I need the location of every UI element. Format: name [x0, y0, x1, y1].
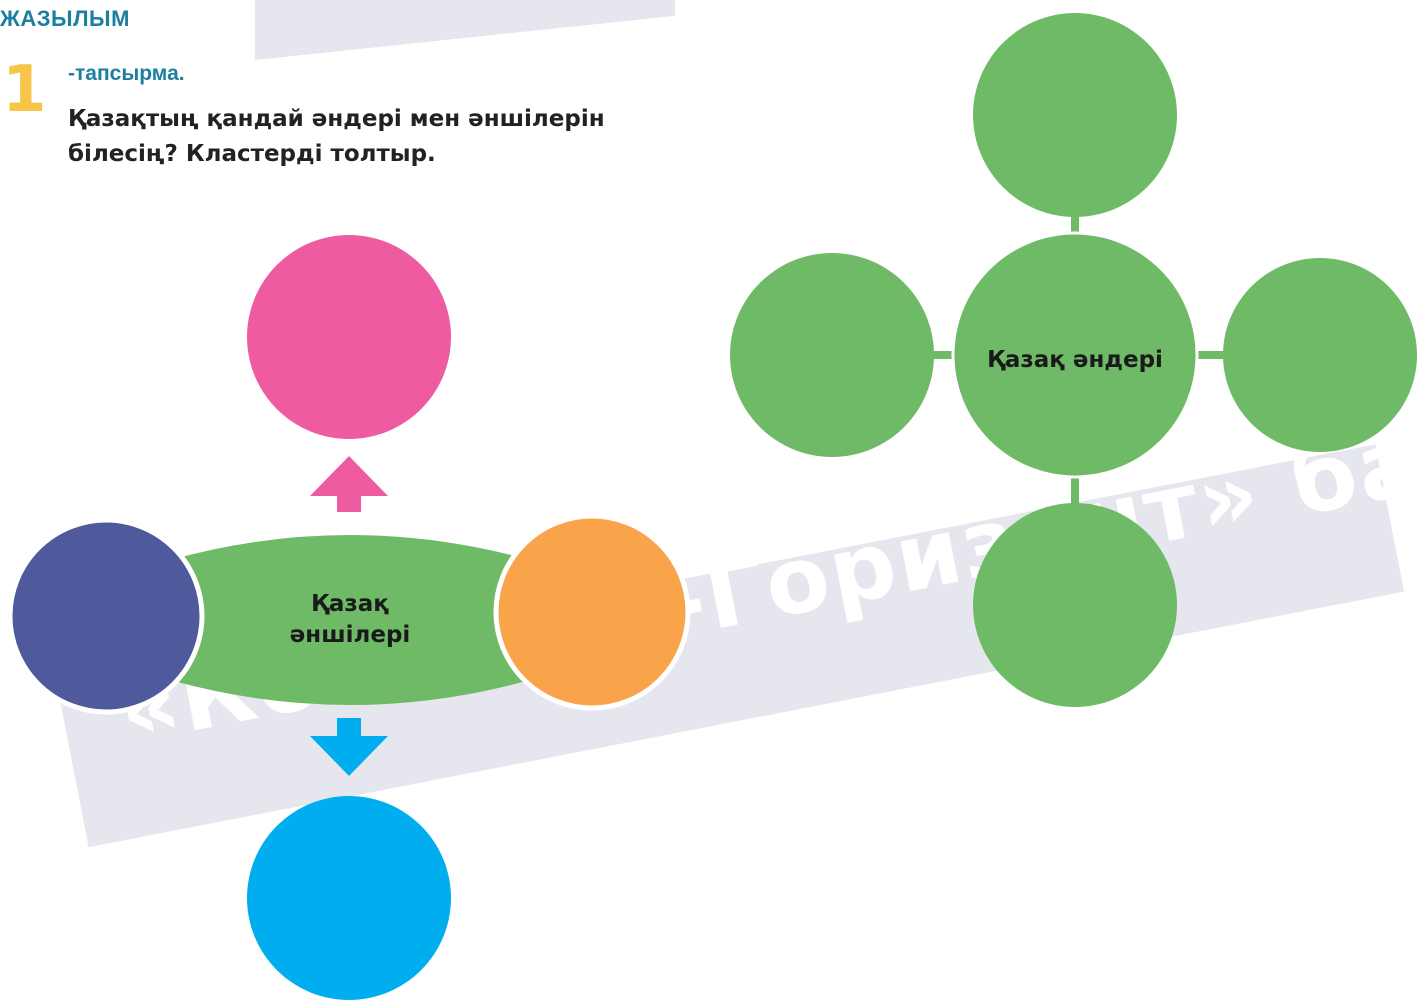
songs-left-node[interactable]: [730, 253, 934, 457]
songs-bottom-node[interactable]: [973, 503, 1177, 707]
singers-top-node[interactable]: [247, 235, 451, 439]
singers-left-node[interactable]: [7, 517, 205, 715]
singers-bottom-node[interactable]: [247, 796, 451, 1000]
songs-center-label: Қазақ әндері: [987, 346, 1163, 373]
singers-center-shape: [155, 535, 545, 705]
singers-center-label: Қазақ әншілері: [289, 591, 411, 648]
songs-top-node[interactable]: [973, 13, 1177, 217]
songs-center-node: [951, 231, 1199, 479]
task-label: -тапсырма.: [68, 62, 185, 85]
down-arrow: [310, 718, 388, 776]
section-title: ЖАЗЫЛЫМ: [0, 6, 130, 31]
task-number: 1: [2, 53, 47, 127]
songs-right-node[interactable]: [1223, 258, 1417, 452]
up-arrow: [310, 456, 388, 512]
task-instruction: Қазақтың қандай әндері мен әншілерін біл…: [68, 106, 605, 167]
singers-right-node[interactable]: [493, 513, 691, 711]
